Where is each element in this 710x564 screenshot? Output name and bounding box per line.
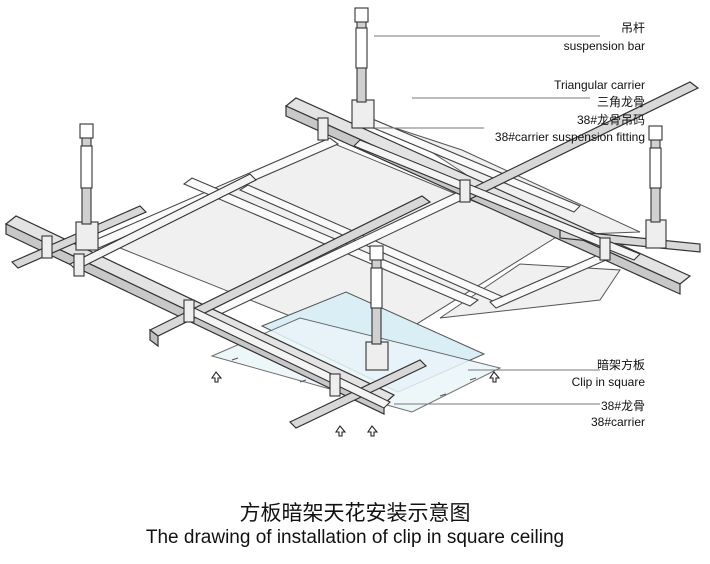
clip-7 [73, 253, 85, 277]
arrow-bottom-1 [334, 425, 347, 437]
label-clip-square-zh: 暗架方板 [596, 358, 645, 372]
fitting-2 [75, 221, 99, 251]
label-suspension-bar-en: suspension bar [563, 39, 645, 53]
fitting-3 [645, 219, 667, 249]
label-38-carrier-zh: 38#龙骨 [600, 399, 645, 413]
label-triangular-carrier-en: Triangular carrier [554, 78, 645, 92]
tri-carrier-right [353, 139, 641, 261]
carrier-front-lip [149, 328, 159, 348]
fitting-4 [365, 341, 389, 371]
label-suspension-bar-zh: 吊杆 [620, 21, 645, 35]
arrow-bottom-2 [366, 425, 379, 437]
caption-chinese: 方板暗架天花安装示意图 [239, 501, 471, 525]
direction-arrows [210, 371, 501, 437]
clip-5 [599, 237, 611, 261]
label-fitting-en: 38#carrier suspension fitting [494, 130, 645, 144]
label-clip-square-en: Clip in square [571, 375, 645, 389]
label-triangular-carrier-zh: 三角龙骨 [596, 95, 645, 109]
rod-2 [79, 123, 94, 225]
arrow-left [210, 371, 223, 383]
clip-3 [183, 299, 195, 323]
arrow-right [488, 371, 501, 383]
label-fitting-zh: 38#龙骨吊码 [576, 113, 645, 127]
rod-3 [648, 125, 663, 223]
clip-2 [41, 235, 53, 259]
clip-6 [329, 373, 341, 397]
leader-lines [374, 35, 600, 405]
rod-4 [369, 245, 384, 345]
label-38-carrier-en: 38#carrier [590, 415, 645, 429]
suspension-fittings [41, 99, 667, 397]
fitting-1 [351, 99, 375, 129]
caption-english: The drawing of installation of clip in s… [145, 527, 565, 548]
rod-1 [354, 7, 369, 103]
clip-1 [317, 117, 329, 141]
clip-4 [459, 179, 471, 203]
suspension-bars [79, 7, 663, 345]
